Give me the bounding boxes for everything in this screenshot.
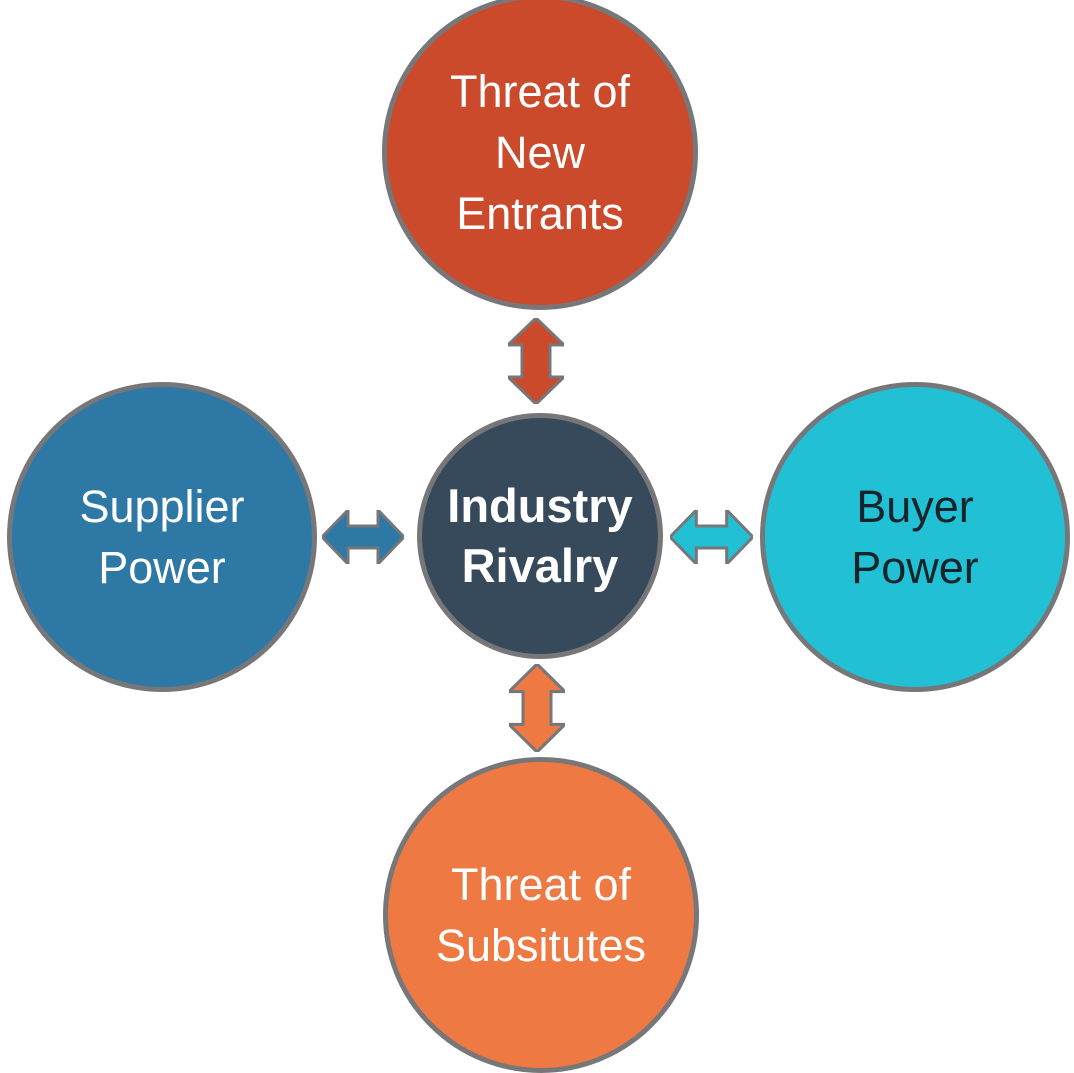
threat-of-new-entrants-label: Threat of New Entrants <box>450 61 630 244</box>
double-arrow-left-shape <box>322 510 404 564</box>
buyer-power-label: Buyer Power <box>851 476 979 598</box>
double-arrow-top-shape <box>508 318 564 404</box>
label-line: Threat of <box>449 65 631 117</box>
label-line: Industry <box>447 479 633 532</box>
label-line: Supplier <box>79 481 245 532</box>
circle-threat-of-substitutes: Threat of Subsitutes <box>383 757 699 1073</box>
label-line: Subsitutes <box>435 920 647 971</box>
double-arrow-bottom <box>509 664 565 752</box>
label-line: New <box>494 126 586 178</box>
circle-industry-rivalry: Industry Rivalry <box>417 413 663 659</box>
label-line: Power <box>98 542 226 593</box>
label-line: Buyer <box>856 481 974 532</box>
label-line: Threat of <box>450 859 632 910</box>
double-arrow-right-shape <box>670 510 753 564</box>
industry-rivalry-label: Industry Rivalry <box>447 476 632 596</box>
double-arrow-left <box>322 510 404 564</box>
supplier-power-label: Supplier Power <box>79 476 244 598</box>
label-line: Entrants <box>456 187 624 239</box>
label-line: Rivalry <box>461 539 619 592</box>
circle-threat-of-new-entrants: Threat of New Entrants <box>382 0 698 310</box>
circle-supplier-power: Supplier Power <box>7 382 317 692</box>
double-arrow-bottom-shape <box>509 664 565 752</box>
label-line: Power <box>851 542 979 593</box>
double-arrow-top <box>508 318 564 404</box>
circle-buyer-power: Buyer Power <box>760 382 1070 692</box>
double-arrow-right <box>670 510 753 564</box>
threat-of-substitutes-label: Threat of Subsitutes <box>436 854 646 976</box>
